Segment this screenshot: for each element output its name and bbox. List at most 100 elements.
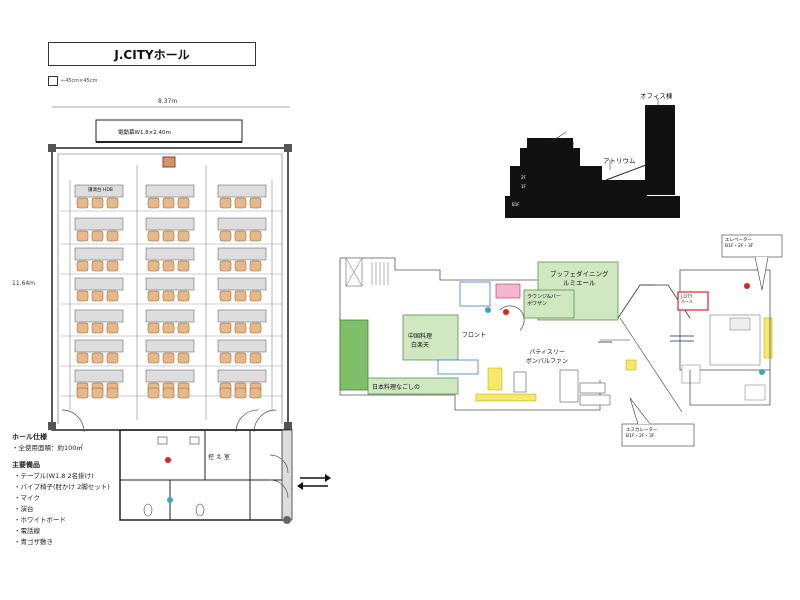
chair (234, 387, 247, 399)
chair (234, 352, 247, 364)
chair (147, 322, 160, 334)
equipment-item: ・マイク (14, 494, 40, 502)
chair (249, 197, 262, 209)
japanese-restaurant-area (367, 377, 459, 395)
hall-width-label: 8.37m (158, 98, 178, 105)
chair (147, 290, 160, 302)
table (145, 277, 195, 291)
table-grid (60, 184, 282, 399)
chair (162, 352, 175, 364)
chair (177, 290, 190, 302)
equipment-item: ・電話線 (14, 527, 40, 535)
equipment-item: ・ホワイトボード (14, 516, 66, 524)
chair (106, 197, 119, 209)
chair (106, 352, 119, 364)
table (145, 369, 195, 383)
chair (76, 290, 89, 302)
building-section (505, 98, 680, 218)
chair (91, 260, 104, 272)
chair (219, 352, 232, 364)
chair (177, 260, 190, 272)
table (217, 277, 267, 291)
chair (177, 322, 190, 334)
chair (106, 230, 119, 242)
chair (106, 290, 119, 302)
hotel-tower-label: ホテル棟 (548, 140, 574, 148)
chair (177, 387, 190, 399)
chair (219, 260, 232, 272)
table (145, 217, 195, 231)
chair (106, 322, 119, 334)
japanese-restaurant-label: 日本料理なごしの (372, 384, 421, 391)
chair (76, 197, 89, 209)
front-desk-label: フロント (462, 332, 487, 339)
chair (76, 322, 89, 334)
chinese-restaurant-label: 中国料理 白楽天 (408, 333, 433, 349)
table (74, 339, 124, 353)
chair (249, 352, 262, 364)
chair (162, 197, 175, 209)
chair (76, 352, 89, 364)
table (74, 309, 124, 323)
chinese-restaurant-area (402, 314, 459, 361)
chair (162, 260, 175, 272)
chair (91, 322, 104, 334)
floor-map (339, 234, 783, 447)
floor-label-b1f: B1F (512, 202, 520, 207)
chair (91, 290, 104, 302)
table (145, 247, 195, 261)
equipment-item: ・パイプ椅子(肘かけ 2脚セット) (14, 483, 110, 491)
atrium-label: アトリウム (603, 157, 636, 165)
table (74, 184, 124, 198)
table (217, 309, 267, 323)
chair (219, 197, 232, 209)
table (217, 184, 267, 198)
chair (162, 322, 175, 334)
callout-box-top (721, 234, 783, 258)
chair (219, 230, 232, 242)
chair (76, 387, 89, 399)
chair (249, 322, 262, 334)
legend-square (48, 76, 58, 86)
table (145, 184, 195, 198)
chair (91, 197, 104, 209)
pastry-shop-label: パティスリー ボンバルファン (526, 349, 569, 365)
table (74, 217, 124, 231)
floor-label-1f: 1F (521, 184, 526, 189)
chair (76, 260, 89, 272)
table (74, 247, 124, 261)
table (217, 339, 267, 353)
chair (147, 260, 160, 272)
lounge-area (523, 289, 575, 319)
chair (91, 230, 104, 242)
hall-height-label: 11.64m (12, 280, 36, 287)
chair (147, 197, 160, 209)
callout-bottom-text: エスカレーター B1F・2F・3F (626, 428, 658, 439)
chair (91, 352, 104, 364)
callout-box-bottom (621, 423, 695, 447)
podium (162, 156, 176, 168)
chair (162, 387, 175, 399)
lounge-label: ラウンジ&バー ボワザン (527, 294, 561, 307)
chair (106, 387, 119, 399)
legend-text: ←45cm×45cm (61, 78, 98, 84)
table (217, 369, 267, 383)
floor-label-2f: 2F (521, 175, 526, 180)
chair (249, 290, 262, 302)
table (74, 369, 124, 383)
chair (147, 230, 160, 242)
table (217, 217, 267, 231)
chair (234, 230, 247, 242)
chair (234, 197, 247, 209)
screen-label: 電動幕W1.8×2.40m (118, 130, 171, 136)
equipment-item: ・テーブル(W1.8 2名掛け) (14, 472, 94, 480)
chair (177, 230, 190, 242)
chair (162, 290, 175, 302)
equipment-item: ・青ゴザ敷き (14, 538, 53, 546)
current-hall-label: J.CITY ホール (681, 294, 693, 304)
chair (249, 387, 262, 399)
chair (234, 290, 247, 302)
chair (177, 352, 190, 364)
chair (76, 230, 89, 242)
chair (249, 230, 262, 242)
